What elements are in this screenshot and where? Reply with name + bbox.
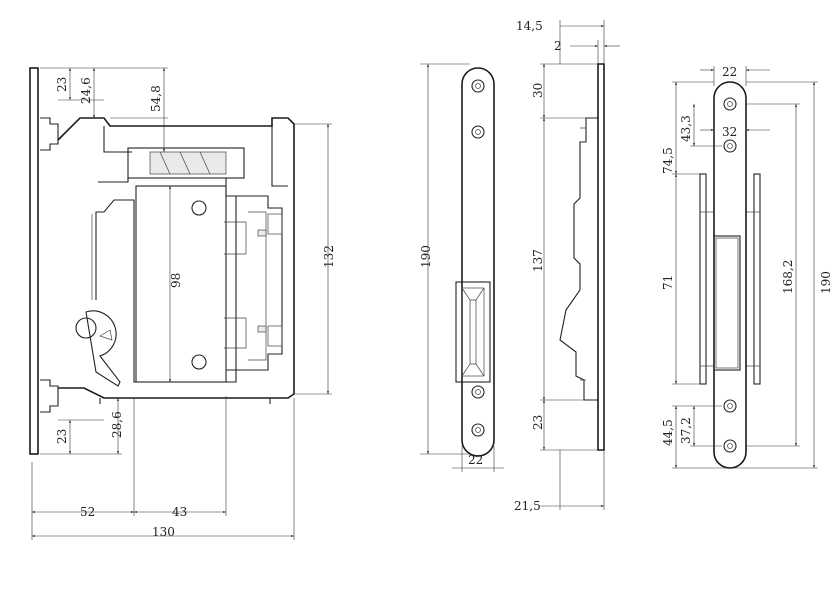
strike-box — [699, 173, 761, 385]
dim-strike-bottom-hole: 37,2 — [679, 417, 693, 444]
dim-front-faceplate-width: 22 — [468, 453, 483, 467]
dim-strike-plate-height: 190 — [819, 271, 833, 294]
strike-bottom-hole-1 — [723, 399, 737, 413]
dim-front-faceplate-height: 190 — [419, 245, 433, 268]
side-case — [57, 117, 295, 404]
side-extension-lines — [31, 67, 332, 540]
dim-side-case-depth: 130 — [152, 525, 175, 539]
side-faceplate — [29, 67, 59, 455]
dim-profile-plate-thickness: 2 — [554, 39, 562, 53]
strike-view: 22 32 43,3 74,5 71 168,2 190 44,5 37,2 — [661, 65, 833, 469]
profile-view: 14,5 2 30 137 23 21,5 — [514, 19, 620, 513]
front-faceplate — [461, 67, 495, 457]
front-bottom-hole-2 — [471, 423, 485, 437]
front-latch-window — [455, 281, 491, 383]
dim-profile-bottom-gap: 23 — [531, 415, 545, 430]
dim-profile-top-gap: 30 — [531, 83, 545, 98]
dim-side-top-offset-2: 24,6 — [79, 77, 93, 104]
side-dimension-lines — [31, 67, 330, 538]
side-dimension-labels: 23 24,6 54,8 98 132 23 28,6 52 43 130 — [55, 77, 336, 539]
strike-top-hole-1 — [723, 97, 737, 111]
dim-strike-box-height: 71 — [661, 275, 675, 290]
strike-plate — [713, 81, 747, 469]
strike-top-hole-2 — [723, 139, 737, 153]
dim-strike-bottom-offset: 44,5 — [661, 419, 675, 446]
dim-side-bottom-offset-2: 28,6 — [110, 411, 124, 438]
dim-profile-body-depth: 21,5 — [514, 499, 541, 513]
dim-profile-body-height: 137 — [531, 249, 545, 272]
dim-side-bottom-offset: 23 — [55, 429, 69, 444]
dim-strike-hole-span: 168,2 — [781, 260, 795, 294]
dim-strike-plate-width: 22 — [722, 65, 737, 79]
profile-plate — [597, 63, 605, 451]
side-view: 23 24,6 54,8 98 132 23 28,6 52 43 130 — [29, 67, 336, 540]
front-bottom-hole-1 — [471, 385, 485, 399]
front-top-hole-2 — [471, 125, 485, 139]
dim-side-latch-span: 98 — [169, 273, 183, 288]
dim-side-backset: 52 — [80, 505, 95, 519]
front-view: 190 22 — [419, 63, 504, 472]
dim-strike-hole-spacing: 32 — [722, 125, 737, 139]
front-top-hole-1 — [471, 79, 485, 93]
strike-bottom-hole-2 — [723, 439, 737, 453]
dim-profile-total-thickness: 14,5 — [516, 19, 543, 33]
profile-body — [559, 117, 598, 401]
dim-strike-top-hole: 43,3 — [679, 115, 693, 142]
dim-strike-top-offset: 74,5 — [661, 147, 675, 174]
dim-side-case-depth-inner: 43 — [172, 505, 187, 519]
dim-side-follower-height: 54,8 — [149, 85, 163, 112]
dim-side-top-offset: 23 — [55, 77, 69, 92]
dim-side-case-height: 132 — [322, 245, 336, 268]
